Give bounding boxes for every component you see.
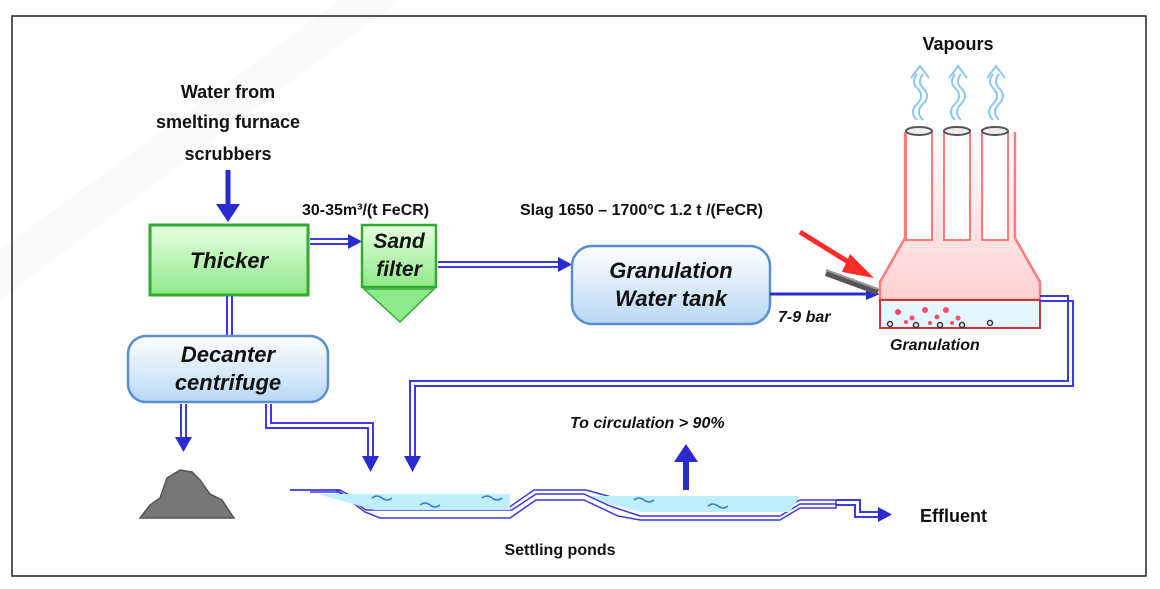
water-source-line-3: scrubbers [184,144,271,164]
granulation-label: Granulation [890,337,980,354]
effluent-label: Effluent [920,506,987,526]
filter-to-tank-arrow [438,257,572,272]
settling-ponds-label: Settling ponds [504,542,615,559]
water-source-line-2: smelting furnace [156,112,300,132]
decanter-to-sludge-arrow [175,404,192,452]
thicker-box: Thicker [148,223,310,297]
return-flow-arrowhead [404,456,421,472]
diagram-frame [11,15,1147,577]
sand-filter-label-2: filter [376,258,423,281]
granulation-tank-label-1: Granulation [609,258,732,283]
slag-chute [824,269,880,295]
decanter-centrifuge: Decanter centrifuge [126,334,330,404]
decanter-label-2: centrifuge [175,370,281,395]
effluent-arrow [836,499,892,522]
flow-rate-label: 30-35m³/(t FeCR) [302,202,429,219]
decanter-label-1: Decanter [181,342,277,367]
sand-filter-label-1: Sand [373,230,426,253]
granulation-tank-label-2: Water tank [615,286,729,311]
return-flow-line [409,295,1074,458]
vapours-label: Vapours [922,34,993,54]
settling-ponds [290,489,837,521]
decanter-to-ponds-arrowhead [362,456,379,472]
circulation-arrow [674,444,698,490]
water-inlet-arrow [216,170,240,222]
thicker-to-decanter-line [226,296,233,336]
sand-filter: Sand filter [360,223,438,324]
pressure-label: 7-9 bar [778,309,831,326]
decanter-to-ponds-line [265,404,374,458]
watermark [0,0,400,300]
slag-arrow [798,229,874,278]
thicker-label: Thicker [190,248,270,273]
sludge-pile-icon [138,469,236,519]
to-circulation-label: To circulation > 90% [570,415,725,432]
water-source-line-1: Water from [181,82,275,102]
granulation-basin [879,299,1041,329]
granulation-water-tank: Granulation Water tank [570,244,772,326]
vapour-arrows [910,64,1006,121]
thicker-to-filter-arrow [310,234,362,249]
granulation-stack [878,126,1042,302]
slag-label: Slag 1650 – 1700°C 1.2 t /(FeCR) [520,202,763,219]
